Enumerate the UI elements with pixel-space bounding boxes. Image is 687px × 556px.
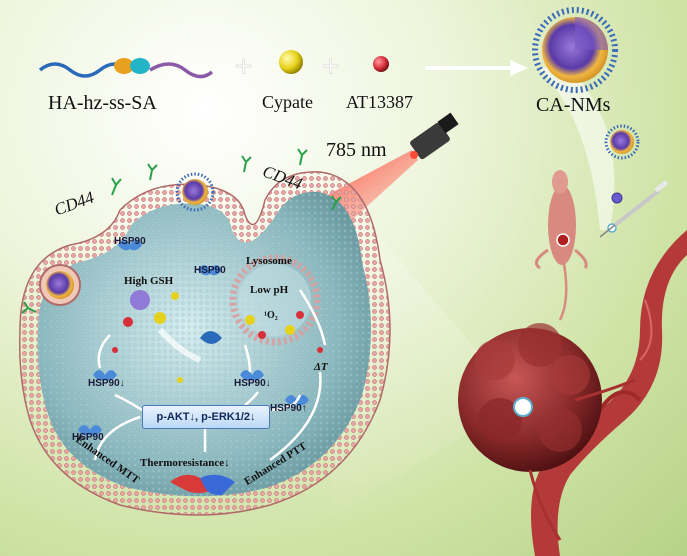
drug-label: AT13387 — [346, 92, 413, 112]
nanoparticle-small — [604, 124, 640, 160]
blood-vessel-branch — [598, 390, 642, 412]
nanoparticle-tiny — [611, 192, 623, 204]
laser-label: 785 nm — [326, 139, 387, 161]
hsp90-label-3: HSP90 — [72, 432, 104, 443]
cypate-label: Cypate — [262, 92, 313, 112]
polymer-chain-tail — [149, 62, 214, 79]
zoom-cone-nanoparticle — [540, 60, 615, 230]
hsp90-down-right-label: HSP90↓ — [234, 378, 271, 389]
delta-t-label: ΔT — [314, 361, 328, 373]
drug-sphere — [373, 56, 389, 72]
nanoparticle-large — [532, 7, 618, 93]
hsp90-label-2: HSP90 — [194, 265, 226, 276]
assembly-arrow-head — [510, 60, 528, 76]
lysosome-label: Lysosome — [246, 255, 292, 267]
cypate-sphere — [279, 50, 303, 74]
lysosome — [229, 254, 321, 346]
low-ph-label: Low pH — [250, 284, 289, 296]
handshake-icon — [170, 474, 235, 496]
hsp90-down-left-label: HSP90↓ — [88, 378, 125, 389]
endocytosed-nanoparticle-top — [175, 172, 215, 212]
hsp90-proteins — [78, 240, 309, 436]
tumor — [458, 323, 636, 541]
mouse — [534, 170, 588, 321]
cd44-receptors — [21, 148, 342, 314]
tumor-zoom-point — [513, 397, 533, 417]
endocytosed-nanoparticle-left — [39, 264, 81, 306]
laser-device — [410, 112, 459, 160]
singlet-oxygen-label: ¹O₂ — [264, 310, 278, 321]
released-cargo — [112, 290, 323, 383]
polymer-label: HA-hz-ss-SA — [48, 92, 157, 114]
thermoresistance-label: Thermoresistance↓ — [140, 457, 230, 469]
hsp90-up-label: HSP90↑ — [270, 403, 307, 414]
nanoparticle-label: CA-NMs — [536, 94, 611, 116]
syringe — [599, 180, 669, 238]
hsp90-label-1: HSP90 — [114, 236, 146, 247]
pathway-box: p-AKT↓, p-ERK1/2↓ — [142, 405, 270, 429]
pathway-arrows — [93, 289, 327, 462]
plus-sign-2: + — [322, 50, 340, 83]
polymer-bead-orange — [114, 58, 134, 74]
high-gsh-label: High GSH — [124, 275, 174, 287]
polymer-bead-cyan — [130, 58, 150, 74]
plus-sign-1: + — [235, 50, 253, 83]
